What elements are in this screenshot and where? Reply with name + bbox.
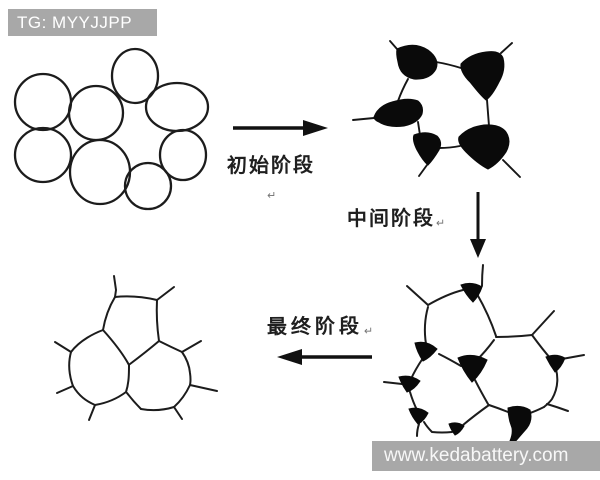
pore-blob [460,51,505,101]
grains-with-pores-drawing [383,264,585,445]
pore-triangle [545,354,566,373]
pore-triangle [398,375,421,393]
stage-label-final-text: 最终阶段 [266,313,364,339]
pore-triangle [408,407,429,425]
particle-circle [123,161,173,211]
curl-mark: ↵ [267,188,277,203]
arrow-right-icon [233,120,328,136]
final-grains-drawing [54,275,218,421]
curl-mark: ↵ [435,216,446,230]
particle-circle [68,138,132,206]
pore-triangle [414,341,438,362]
particle-circle [67,84,125,142]
stage-label-intermediate-text: 中间阶段 [346,205,436,231]
pore-triangle [460,282,483,303]
arrow-down-icon [470,192,486,258]
particle-circle [144,81,210,133]
watermark-top-badge: TG: MYYJJPP [8,9,157,36]
stage-label-intermediate: 中间阶段↵ [344,202,448,232]
pore-triangle [457,354,488,383]
watermark-bottom-url: www.kedabattery.com [372,441,600,471]
pore-triangle [448,422,465,436]
particle-circle [158,128,208,182]
particle-circle [13,72,73,132]
initial-particles-drawing [13,47,210,211]
stage-label-initial-text: 初始阶段 [226,152,316,178]
stage-label-final: 最终阶段↵ [264,310,376,340]
intermediate-pores-drawing [352,40,521,178]
pore-blob [373,98,423,127]
curl-mark: ↵ [363,324,374,338]
pore-blob [412,132,442,166]
stage-label-initial: 初始阶段 ↵ [222,149,320,203]
pore-triangle [507,405,532,445]
particle-circle [110,47,160,105]
pore-blob [396,44,438,80]
arrow-left-icon [277,349,372,365]
pore-blob [458,124,510,170]
particle-circle [13,126,73,184]
